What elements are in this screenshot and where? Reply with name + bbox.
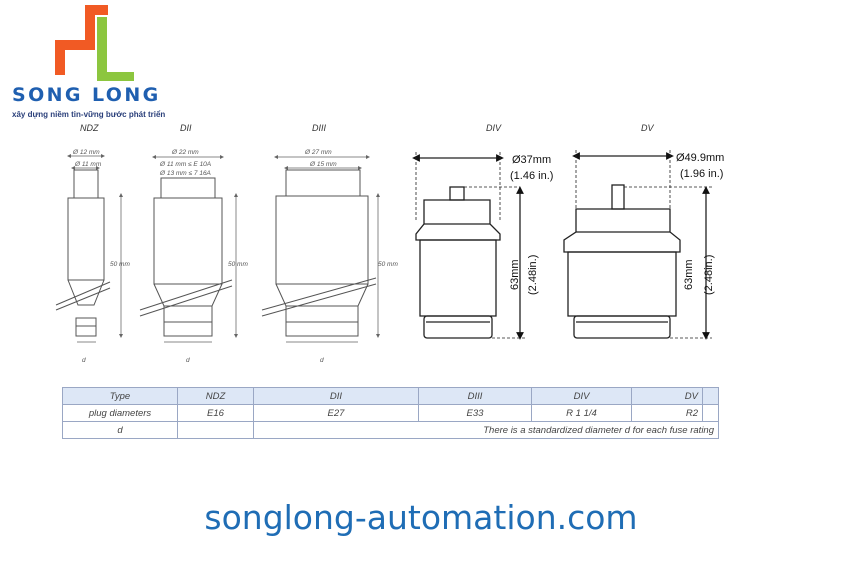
table-empty-cell	[177, 421, 254, 439]
cell-plug-dv: R2	[631, 404, 703, 422]
brand-tagline: xây dựng niềm tin-vững bước phát triển	[12, 110, 166, 119]
div-diameter-in: (1.46 in.)	[510, 170, 553, 182]
dii-d: d	[186, 357, 190, 364]
row-header-type: Type	[62, 387, 178, 405]
cell-d-note: There is a standardized diameter d for e…	[253, 421, 719, 439]
ndz-outer-diameter: Ø 12 mm	[72, 149, 100, 156]
dii-inner-diameter: Ø 11 mm ≤ E 10A	[159, 161, 211, 168]
fuse-ndz-drawing	[55, 154, 123, 343]
label-div: DIV	[486, 123, 502, 133]
diii-inner-diameter: Ø 15 mm	[309, 161, 337, 168]
songlong-logo-mark	[55, 5, 134, 81]
fuse-dimension-drawing: NDZ DII DIII DIV DV Ø 12 mm Ø 11 mm 50 m…	[55, 123, 724, 364]
diii-d: d	[320, 357, 324, 364]
cell-type-dii: DII	[253, 387, 419, 405]
div-diameter: Ø37mm	[512, 154, 551, 166]
dv-height-in: (2.48in.)	[703, 255, 715, 295]
table-row-d: d There is a standardized diameter d for…	[62, 421, 719, 439]
cell-type-diii: DIII	[418, 387, 532, 405]
div-height-in: (2.48in.)	[527, 255, 539, 295]
fuse-diii-drawing	[261, 155, 380, 343]
dv-height: 63mm	[683, 259, 695, 290]
row-header-plug: plug diameters	[62, 404, 178, 422]
dv-diameter: Ø49.9mm	[676, 152, 724, 164]
table-row-plug: plug diameters E16 E27 E33 R 1 1/4 R2	[62, 404, 719, 422]
table-row-type: Type NDZ DII DIII DIV DV	[62, 387, 719, 405]
cell-plug-diii: E33	[418, 404, 532, 422]
dii-outer-diameter: Ø 22 mm	[171, 149, 199, 156]
label-dii: DII	[180, 123, 192, 133]
diii-outer-diameter: Ø 27 mm	[304, 149, 332, 156]
cell-type-dv: DV	[631, 387, 703, 405]
cell-plug-ndz: E16	[177, 404, 254, 422]
fuse-dv-drawing	[563, 150, 712, 340]
label-diii: DIII	[312, 123, 327, 133]
table-spacer	[702, 387, 719, 405]
brand-name: SONG LONG	[12, 84, 161, 106]
dv-diameter-in: (1.96 in.)	[680, 168, 723, 180]
ndz-inner-diameter: Ø 11 mm	[74, 161, 102, 168]
diii-length: 50 mm	[378, 261, 398, 268]
fuse-spec-table: Type NDZ DII DIII DIV DV plug diameters …	[62, 387, 719, 439]
fuse-div-drawing	[412, 152, 526, 340]
table-spacer	[702, 404, 719, 422]
ndz-d: d	[82, 357, 86, 364]
label-dv: DV	[641, 123, 654, 133]
div-height: 63mm	[509, 259, 521, 290]
website-url[interactable]: songlong-automation.com	[204, 498, 638, 537]
cell-plug-dii: E27	[253, 404, 419, 422]
row-header-d: d	[62, 421, 178, 439]
dii-inner-diameter-2: Ø 13 mm ≤ 7 16A	[159, 170, 211, 177]
cell-type-ndz: NDZ	[177, 387, 254, 405]
cell-type-div: DIV	[531, 387, 632, 405]
fuse-dii-drawing	[139, 155, 238, 343]
label-ndz: NDZ	[80, 123, 99, 133]
cell-plug-div: R 1 1/4	[531, 404, 632, 422]
dii-length: 50 mm	[228, 261, 248, 268]
ndz-length: 50 mm	[110, 261, 130, 268]
